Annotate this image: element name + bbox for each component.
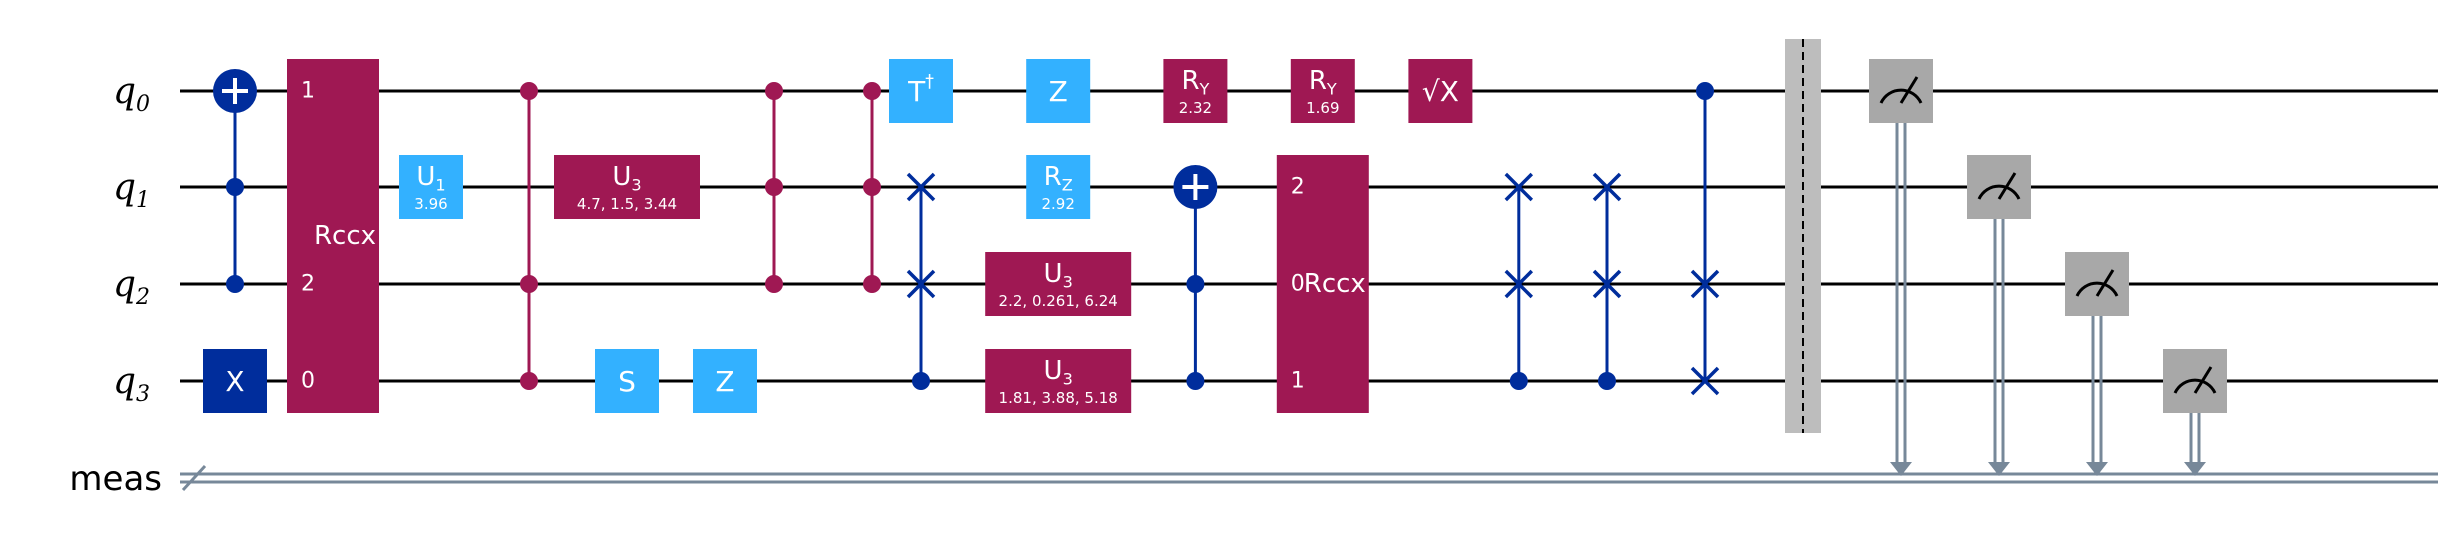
measure-bit-label: 0 xyxy=(1921,446,1934,470)
gate-label: S xyxy=(618,365,636,398)
measure-bit-label: 1 xyxy=(2019,446,2032,470)
gate-label: U3 xyxy=(612,162,641,194)
gate-label: U1 xyxy=(416,162,445,194)
swap-cross xyxy=(1690,366,1720,396)
multi-gate-label: Rccx xyxy=(1304,269,1366,299)
swap-cross xyxy=(1592,172,1622,202)
swap-cross xyxy=(1504,172,1534,202)
multi-gate-label: Rccx xyxy=(314,221,376,251)
gate-label: RY xyxy=(1309,66,1337,98)
multi-gate-box xyxy=(1276,155,1369,413)
gate-box xyxy=(1026,155,1091,219)
swap-control-dot xyxy=(1598,372,1616,390)
multi-gate-port: 0 xyxy=(1291,272,1305,297)
measure-arrow xyxy=(2086,462,2108,476)
gate-box xyxy=(693,349,757,413)
gate-box xyxy=(1026,59,1091,123)
gate-box xyxy=(889,59,953,123)
control-dot xyxy=(863,275,881,293)
control-dot xyxy=(520,372,538,390)
classical-bundle-slash xyxy=(181,464,207,492)
measure-meter-needle xyxy=(2095,269,2115,297)
gate-box xyxy=(399,155,463,219)
gate-param: 2.2, 0.261, 6.24 xyxy=(999,292,1118,310)
measure-arrow xyxy=(2184,462,2206,476)
swap-control-dot xyxy=(1509,372,1528,390)
gate-label: U3 xyxy=(1044,356,1073,388)
gate-label: RZ xyxy=(1044,162,1073,194)
control-dot xyxy=(520,275,538,293)
measure-meter-arc xyxy=(1977,184,2021,200)
cnot-control-dot xyxy=(1186,372,1205,390)
register-labels: q0 q1 q2 q3 meas xyxy=(69,71,162,499)
multi-gate-port: 2 xyxy=(1291,175,1305,200)
measure-meter-needle xyxy=(1899,76,1919,104)
measure-meter-arc xyxy=(1879,88,1923,104)
measure-arrow xyxy=(1988,462,2010,476)
control-dot xyxy=(863,82,881,100)
gate-box xyxy=(554,155,700,219)
swap-cross xyxy=(906,172,936,202)
swap-control-dot xyxy=(912,372,930,390)
gate-param: 2.92 xyxy=(1041,195,1074,213)
multi-gate-box xyxy=(287,59,379,413)
control-dot xyxy=(765,275,783,293)
gate-param: 4.7, 1.5, 3.44 xyxy=(577,195,677,213)
gate-label: Z xyxy=(1049,75,1068,108)
gate-label: X xyxy=(225,365,244,398)
multi-gate-port: 1 xyxy=(301,79,315,104)
measure-bit-label: 3 xyxy=(2215,446,2228,470)
gate-label: U3 xyxy=(1044,259,1073,291)
gate-box xyxy=(1408,59,1473,123)
classical-register-size: 4 xyxy=(192,445,205,469)
classical-register-label: meas xyxy=(69,459,162,499)
qubit-label-1: q1 xyxy=(113,167,150,213)
qubit-label-0: q0 xyxy=(113,71,150,117)
multi-gate-port: 1 xyxy=(1291,369,1305,394)
multi-gate-port: 2 xyxy=(301,272,315,297)
swap-cross xyxy=(1504,269,1534,299)
gate-param: 2.32 xyxy=(1179,99,1212,117)
measure-meter-needle xyxy=(2193,366,2213,394)
swap-cross xyxy=(1592,269,1622,299)
gate-box xyxy=(985,349,1132,413)
gate-label: RY xyxy=(1181,66,1209,98)
gate-label: T† xyxy=(907,72,934,107)
control-dot xyxy=(520,82,538,100)
measure-meter-arc xyxy=(2173,378,2217,394)
control-dot xyxy=(765,178,783,196)
gate-box xyxy=(1290,59,1355,123)
gate-label: Z xyxy=(715,365,734,398)
measure-meter-needle xyxy=(1997,172,2017,200)
cnot-control-dot xyxy=(1186,275,1205,293)
gate-box xyxy=(985,252,1132,316)
cnot-control-dot xyxy=(226,178,244,196)
gate-label: √X xyxy=(1422,75,1459,108)
cnot-control-dot xyxy=(226,275,244,293)
qubit-label-3: q3 xyxy=(113,361,150,407)
control-dot xyxy=(765,82,783,100)
gate-box xyxy=(203,349,267,413)
control-dot xyxy=(863,178,881,196)
swap-control-dot xyxy=(1696,82,1714,100)
gate-param: 1.81, 3.88, 5.18 xyxy=(999,389,1118,407)
swap-cross xyxy=(1690,269,1720,299)
measure-bit-label: 2 xyxy=(2117,446,2130,470)
multi-gate-port: 0 xyxy=(301,369,315,394)
gate-param: 3.96 xyxy=(414,195,447,213)
swap-cross xyxy=(906,269,936,299)
measure-meter-arc xyxy=(2075,281,2119,297)
qubit-label-2: q2 xyxy=(113,264,150,310)
gate-param: 1.69 xyxy=(1306,99,1339,117)
gate-box xyxy=(1163,59,1228,123)
measure-arrow xyxy=(1890,462,1912,476)
gate-box xyxy=(595,349,659,413)
